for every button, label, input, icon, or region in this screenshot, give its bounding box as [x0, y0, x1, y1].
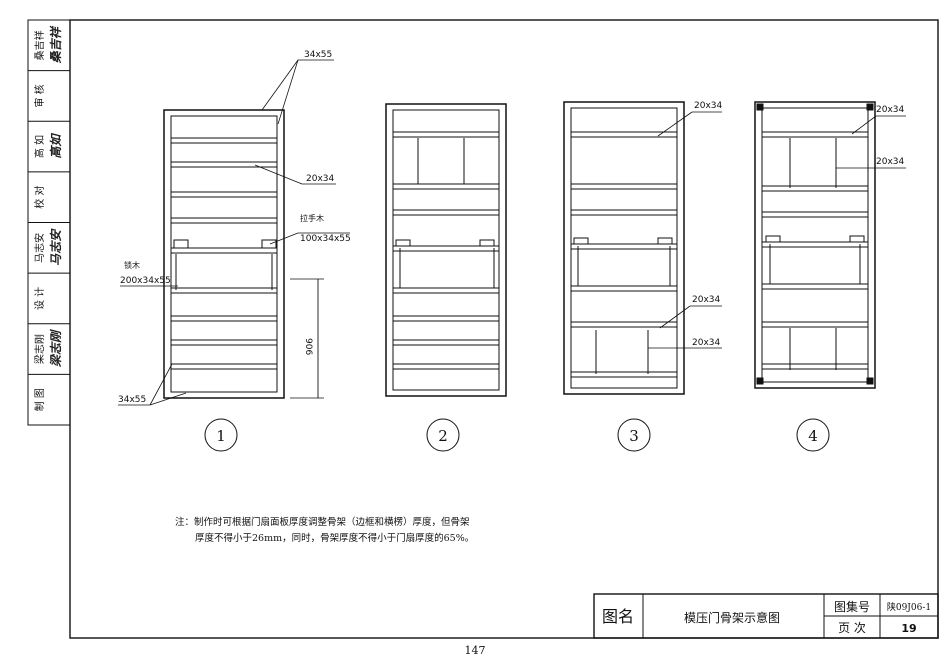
leader-d1-top [261, 59, 299, 111]
handle-block-right-1 [261, 239, 277, 249]
outer-stile-3 [563, 101, 685, 395]
outer-stile-4 [754, 101, 876, 389]
figure-number-2: 2 [438, 427, 448, 445]
inner-stile-1 [170, 115, 278, 393]
signature-role-2: 高 如 [33, 135, 46, 158]
door-frame-diagram-3 [563, 101, 722, 395]
leader-d3-mid1 [659, 305, 691, 329]
signature-role-3: 校 对 [33, 186, 46, 209]
signature-role-0: 桑吉祥 [33, 30, 46, 60]
inner-stile-4 [761, 107, 869, 383]
label-d1-handle-title: 拉手木 [300, 213, 324, 223]
signature-role-5: 设 计 [33, 287, 46, 310]
figure-number-circle-3 [617, 418, 651, 452]
signature-role-7: 制 图 [33, 388, 46, 411]
label-d3-mid1: 20x34 [692, 295, 721, 305]
label-d1-handle-size: 100x34x55 [300, 234, 351, 244]
label-d3-mid2: 20x34 [692, 338, 721, 348]
figure-number-circle-4 [796, 418, 830, 452]
figure-number-circle-2 [426, 418, 460, 452]
leader-d4-top1 [851, 115, 877, 135]
door-frame-diagram-2 [385, 103, 507, 397]
drawing-frame [69, 19, 939, 639]
figure-number-3: 3 [629, 427, 639, 445]
signature-mark-6: 梁志刚 [49, 329, 63, 368]
set-number-value: 陕09J06-1 [887, 601, 931, 613]
label-d3-top: 20x34 [694, 101, 723, 111]
label-d1-top: 34x55 [304, 50, 332, 60]
signature-role-4: 马志安 [33, 233, 46, 263]
leader-d1-handle [269, 232, 299, 245]
handle-block-left-1 [173, 239, 189, 249]
leader-d1-mid [254, 164, 303, 185]
signature-role-6: 梁志刚 [33, 334, 46, 364]
page-label: 页 次 [838, 621, 866, 635]
signature-strip: 桑吉祥桑吉祥审 核高 如高如校 对马志安马志安设 计梁志刚梁志刚制 图 [27, 19, 71, 426]
label-d4-top1: 20x34 [876, 105, 905, 115]
set-number-label: 图集号 [834, 599, 870, 614]
figure-number-circle-1 [204, 418, 238, 452]
outer-stile-2 [385, 103, 507, 397]
label-d1-mid: 20x34 [306, 174, 335, 184]
inner-stile-3 [570, 107, 678, 389]
label-d1-dim: 906 [303, 338, 313, 355]
label-d1-lock-title: 锁木 [124, 260, 140, 270]
label-d1-lock-size: 200x34x55 [120, 276, 171, 286]
door-frame-diagram-1 [118, 59, 350, 406]
label-d1-bottom: 34x55 [118, 395, 146, 405]
drawing-title: 模压门骨架示意图 [684, 610, 780, 625]
signature-mark-2: 高如 [49, 133, 63, 159]
signature-role-1: 审 核 [33, 84, 46, 107]
label-d4-top2: 20x34 [876, 157, 905, 167]
door-frame-diagram-4 [754, 101, 906, 389]
page-value: 19 [901, 622, 916, 635]
note-line-1: 注：制作时可根据门扇面板厚度调整骨架（边框和横楞）厚度，但骨架 [175, 516, 470, 528]
figure-number-1: 1 [216, 427, 226, 445]
title-name-label: 图名 [602, 607, 634, 626]
page-number: 147 [464, 644, 486, 657]
signature-mark-0: 桑吉祥 [49, 25, 63, 63]
signature-mark-4: 马志安 [49, 228, 63, 266]
note-line-2: 厚度不得小于26mm，同时，骨架厚度不得小于门扇厚度的65%。 [195, 532, 474, 544]
title-block [593, 593, 939, 639]
outer-stile-1 [163, 109, 285, 399]
figure-number-4: 4 [808, 427, 818, 445]
inner-stile-2 [392, 109, 500, 391]
leader-d3-top [657, 111, 693, 137]
